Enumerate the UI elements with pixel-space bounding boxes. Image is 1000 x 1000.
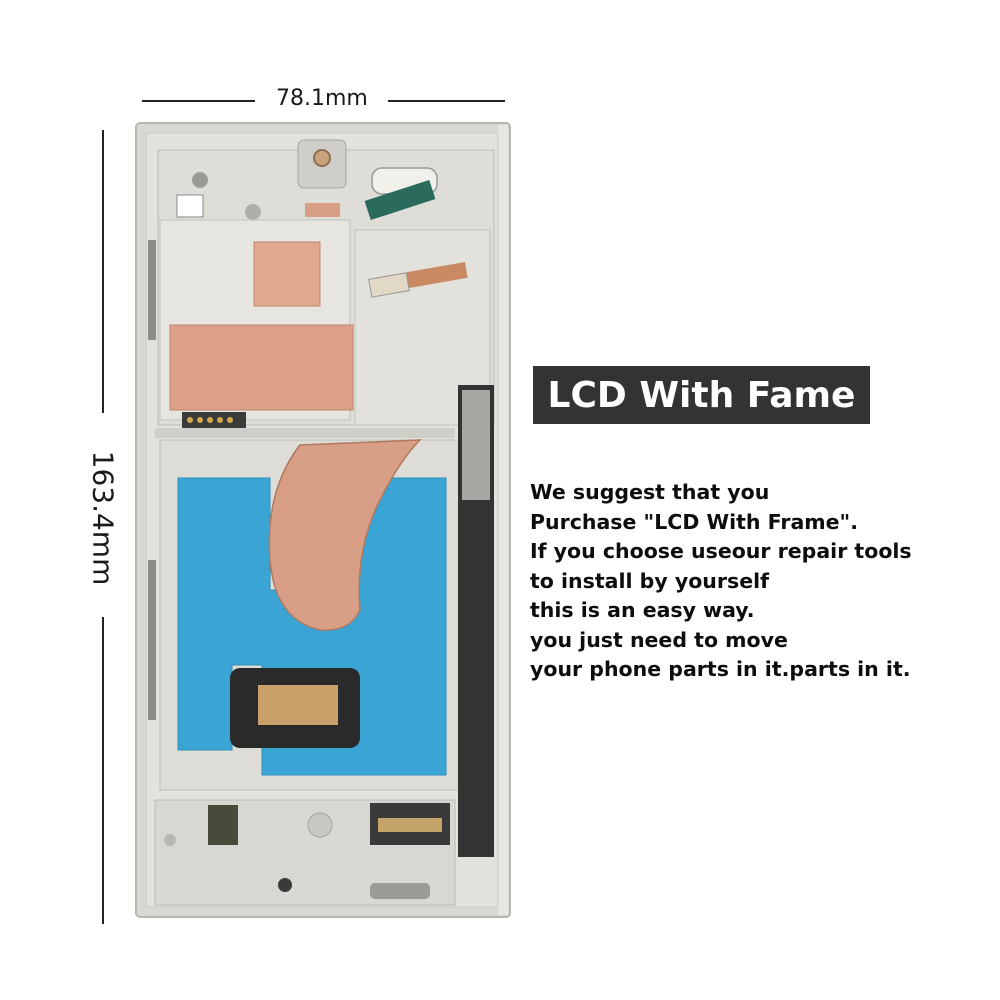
copper-heatpipe	[268, 439, 422, 631]
battery-label	[258, 685, 338, 725]
green-tape	[364, 179, 436, 221]
copper-pad-large	[169, 324, 354, 411]
frame-edge-right	[498, 125, 508, 915]
right-strip-highlight	[462, 390, 490, 500]
qr-label	[176, 194, 204, 218]
width-dimension-line-right	[388, 100, 505, 102]
speaker-grille	[370, 883, 430, 899]
bottom-connector-pins	[378, 818, 442, 832]
flex-connector	[368, 272, 410, 298]
front-camera	[313, 149, 331, 167]
product-title-badge: LCD With Fame	[533, 366, 870, 424]
width-dimension-line-left	[142, 100, 255, 102]
small-board	[208, 805, 238, 845]
height-dimension-line-bottom	[102, 617, 104, 924]
sensor-hole	[245, 204, 261, 220]
width-dimension-label: 78.1mm	[276, 86, 368, 111]
description-line: We suggest that you	[530, 480, 770, 504]
screw-hole	[278, 878, 292, 892]
side-button	[148, 240, 156, 340]
description-line: to install by yourself	[530, 568, 770, 593]
sensor-hole	[192, 172, 208, 188]
description-line: Purchase "LCD With Frame".	[530, 509, 859, 534]
mid-divider	[155, 428, 455, 438]
copper-pad-small	[253, 241, 321, 307]
description-text: We suggest that you Purchase "LCD With F…	[530, 478, 912, 685]
height-dimension-line-top	[102, 130, 104, 413]
screw-hole	[164, 834, 176, 846]
description-line: you just need to move	[530, 627, 788, 652]
product-title: LCD With Fame	[547, 374, 856, 416]
description-line: your phone parts in it.parts in it.	[530, 657, 911, 681]
description-line: this is an easy way.	[530, 598, 755, 622]
side-button	[148, 560, 156, 720]
description-line: If you choose useour repair tools	[530, 539, 912, 563]
contact-strip	[182, 412, 246, 428]
screw-hole	[307, 812, 333, 838]
camera-pad	[305, 203, 340, 217]
